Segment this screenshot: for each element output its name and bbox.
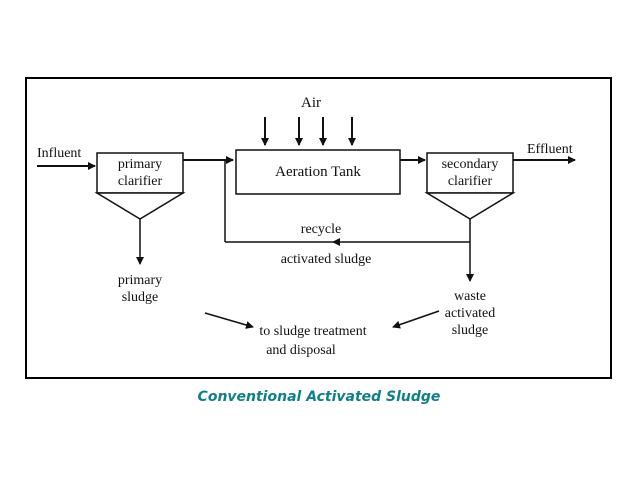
recycle-label: recycle (301, 222, 341, 237)
primary-clarifier-label-2: clarifier (118, 174, 163, 189)
waste-sludge-label-3: sludge (452, 323, 489, 338)
secondary-clarifier: secondary clarifier (424, 152, 516, 220)
recycle-loop (224, 160, 471, 246)
air-label: Air (301, 95, 321, 111)
waste-to-treatment-arrow (392, 310, 440, 329)
primary-clarifier-label-1: primary (118, 157, 162, 172)
primary-clarifier-box (96, 152, 184, 194)
aeration-tank-box (235, 149, 401, 195)
secondary-clarifier-label-1: secondary (442, 157, 499, 172)
primary-to-treatment-arrow (204, 312, 254, 329)
aeration-tank-label: Aeration Tank (275, 164, 361, 180)
waste-sludge-label-1: waste (454, 289, 486, 304)
activated-sludge-process-diagram: Air Influent primary clarifier Aeration … (37, 95, 576, 358)
activated-sludge-label: activated sludge (281, 252, 372, 267)
primary-sludge-label-2: sludge (122, 290, 159, 305)
waste-sludge-label-2: activated (445, 306, 496, 321)
influent-label: Influent (37, 146, 81, 161)
primary-clarifier: primary clarifier (94, 152, 186, 220)
effluent-label: Effluent (527, 142, 573, 157)
primary-clarifier-hopper (94, 192, 186, 220)
secondary-clarifier-box (426, 152, 514, 194)
air-arrows (261, 117, 356, 146)
sludge-treatment-label-2: and disposal (266, 343, 336, 358)
secondary-clarifier-label-2: clarifier (448, 174, 493, 189)
secondary-clarifier-hopper (424, 192, 516, 220)
primary-sludge-label-1: primary (118, 273, 162, 288)
sludge-treatment-label-1: to sludge treatment (259, 324, 366, 339)
diagram-frame: Air Influent primary clarifier Aeration … (25, 77, 612, 379)
figure-caption: Conventional Activated Sludge (197, 389, 441, 405)
aeration-tank: Aeration Tank (235, 149, 401, 195)
